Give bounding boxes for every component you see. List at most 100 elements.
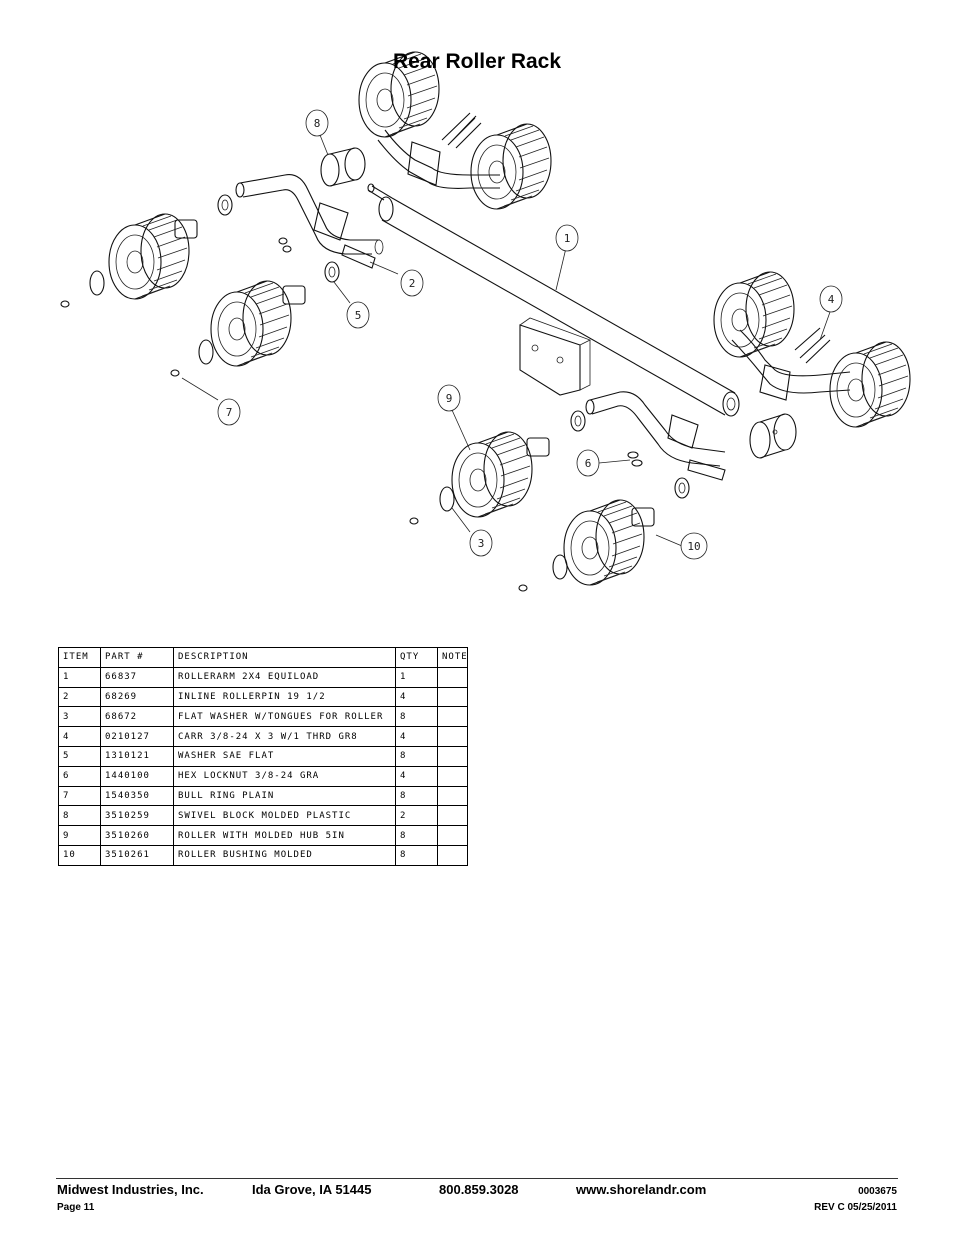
carriage-bolts [441, 112, 831, 364]
qty-cell: 8 [395, 745, 438, 767]
table-row: 8 3510259 SWIVEL BLOCK MOLDED PLASTIC 2 [58, 805, 468, 827]
item-cell: 1 [58, 666, 101, 688]
footer-location: Ida Grove, IA 51445 [252, 1182, 372, 1197]
description-cell: INLINE ROLLERPIN 19 1/2 [173, 686, 396, 708]
note-cell [437, 706, 468, 728]
part-cell: 1540350 [100, 785, 174, 807]
header-note: NOTE [437, 647, 468, 668]
item-cell: 5 [58, 745, 101, 767]
svg-text:9: 9 [446, 392, 453, 405]
washers [89, 194, 690, 580]
description-cell: FLAT WASHER W/TONGUES FOR ROLLER [173, 706, 396, 728]
qty-cell: 8 [395, 844, 438, 866]
table-row: 10 3510261 ROLLER BUSHING MOLDED 8 [58, 844, 468, 866]
bottom-pivot-arm [585, 391, 726, 481]
bull-rings [60, 300, 528, 592]
top-pivot-arm [377, 129, 500, 189]
roller-top-right [470, 123, 552, 210]
note-cell [437, 666, 468, 688]
svg-text:7: 7 [226, 406, 233, 419]
item-cell: 9 [58, 825, 101, 846]
page-title: Rear Roller Rack [392, 50, 562, 73]
roller-right-upper [713, 271, 795, 358]
roller-left-upper [108, 213, 190, 300]
description-cell: ROLLERARM 2X4 EQUILOAD [173, 666, 396, 688]
note-cell [437, 805, 468, 827]
description-cell: SWIVEL BLOCK MOLDED PLASTIC [173, 805, 396, 827]
hex-locknuts [278, 237, 643, 467]
part-cell: 1440100 [100, 765, 174, 787]
balloon-8: 8 [305, 109, 329, 137]
qty-cell: 4 [395, 726, 438, 747]
parts-table: ITEM PART # DESCRIPTION QTY NOTE 1 66837… [58, 647, 468, 866]
note-cell [437, 745, 468, 767]
item-cell: 2 [58, 686, 101, 708]
table-row: 5 1310121 WASHER SAE FLAT 8 [58, 745, 468, 767]
qty-cell: 1 [395, 666, 438, 688]
table-row: 6 1440100 HEX LOCKNUT 3/8-24 GRA 4 [58, 765, 468, 787]
svg-text:8: 8 [314, 117, 321, 130]
footer-website: www.shorelandr.com [576, 1182, 707, 1197]
note-cell [437, 785, 468, 807]
parts-table-header: ITEM PART # DESCRIPTION QTY NOTE [58, 647, 468, 668]
note-cell [437, 765, 468, 787]
balloon-10: 10 [680, 532, 708, 560]
svg-text:6: 6 [585, 457, 592, 470]
description-cell: HEX LOCKNUT 3/8-24 GRA [173, 765, 396, 787]
description-cell: WASHER SAE FLAT [173, 745, 396, 767]
description-cell: ROLLER WITH MOLDED HUB 5IN [173, 825, 396, 846]
part-cell: 68269 [100, 686, 174, 708]
note-cell [437, 825, 468, 846]
item-cell: 3 [58, 706, 101, 728]
swivel-blocks [320, 147, 797, 459]
balloon-6: 6 [576, 449, 600, 477]
footer-company: Midwest Industries, Inc. [57, 1182, 204, 1197]
part-cell: 68672 [100, 706, 174, 728]
svg-text:5: 5 [355, 309, 362, 322]
qty-cell: 4 [395, 686, 438, 708]
item-cell: 6 [58, 765, 101, 787]
leader-lines [181, 134, 831, 547]
footer-doc-number: 0003675 [858, 1186, 897, 1197]
roller-bushings [174, 219, 655, 527]
footer-phone: 800.859.3028 [439, 1182, 519, 1197]
balloon-2: 2 [400, 269, 424, 297]
svg-text:2: 2 [409, 277, 416, 290]
balloon-1: 1 [555, 224, 579, 252]
qty-cell: 8 [395, 706, 438, 728]
left-pivot-arm [235, 174, 384, 269]
balloon-9: 9 [437, 384, 461, 412]
part-cell: 0210127 [100, 726, 174, 747]
table-row: 9 3510260 ROLLER WITH MOLDED HUB 5IN 8 [58, 825, 468, 846]
roller-arm-tube [367, 183, 740, 417]
roller-right-lower [829, 341, 911, 428]
part-cell: 3510260 [100, 825, 174, 846]
part-cell: 3510261 [100, 844, 174, 866]
part-cell: 1310121 [100, 745, 174, 767]
item-cell: 10 [58, 844, 101, 866]
item-cell: 8 [58, 805, 101, 827]
roller-bottom-left [451, 431, 533, 518]
footer-revision: REV C 05/25/2011 [814, 1202, 897, 1213]
table-row: 2 68269 INLINE ROLLERPIN 19 1/2 4 [58, 686, 468, 708]
svg-text:1: 1 [564, 232, 571, 245]
description-cell: CARR 3/8-24 X 3 W/1 THRD GR8 [173, 726, 396, 747]
svg-text:10: 10 [687, 540, 700, 553]
item-cell: 7 [58, 785, 101, 807]
qty-cell: 2 [395, 805, 438, 827]
header-part-number: PART # [100, 647, 174, 668]
qty-cell: 8 [395, 785, 438, 807]
right-pivot-arm [731, 329, 851, 401]
qty-cell: 4 [395, 765, 438, 787]
part-cell: 3510259 [100, 805, 174, 827]
note-cell [437, 686, 468, 708]
mounting-bracket [519, 317, 592, 396]
balloon-7: 7 [217, 398, 241, 426]
svg-text:3: 3 [478, 537, 485, 550]
balloon-4: 4 [819, 285, 843, 313]
svg-text:4: 4 [828, 293, 835, 306]
table-row: 3 68672 FLAT WASHER W/TONGUES FOR ROLLER… [58, 706, 468, 728]
item-cell: 4 [58, 726, 101, 747]
footer-divider [56, 1178, 898, 1179]
description-cell: BULL RING PLAIN [173, 785, 396, 807]
